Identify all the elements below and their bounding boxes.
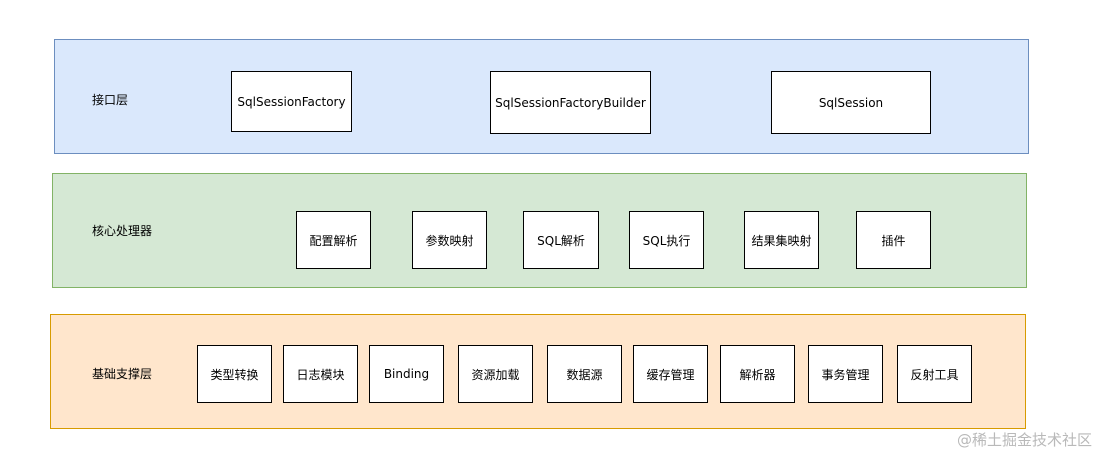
box-sqlsessionfactorybuilder: SqlSessionFactoryBuilder — [490, 71, 651, 134]
box-type-conversion: 类型转换 — [197, 345, 272, 403]
core-layer-label: 核心处理器 — [92, 224, 153, 238]
box-cache-management: 缓存管理 — [633, 345, 708, 403]
interface-layer-label: 接口层 — [92, 93, 129, 107]
box-plugin: 插件 — [856, 211, 931, 269]
box-param-mapping: 参数映射 — [412, 211, 487, 269]
box-reflection-tools: 反射工具 — [897, 345, 972, 403]
box-binding: Binding — [369, 345, 444, 403]
box-transaction-management: 事务管理 — [808, 345, 883, 403]
base-layer-label: 基础支撑层 — [92, 367, 153, 381]
box-sql-execute: SQL执行 — [629, 211, 704, 269]
box-sqlsession: SqlSession — [771, 71, 931, 134]
box-sqlsessionfactory: SqlSessionFactory — [231, 71, 352, 132]
box-resultset-mapping: 结果集映射 — [744, 211, 819, 269]
box-parser: 解析器 — [720, 345, 795, 403]
watermark: @稀土掘金技术社区 — [956, 431, 1092, 449]
box-sql-parse: SQL解析 — [523, 211, 599, 269]
box-datasource: 数据源 — [547, 345, 622, 403]
box-logging-module: 日志模块 — [283, 345, 358, 403]
box-config-parse: 配置解析 — [296, 211, 371, 269]
box-resource-loading: 资源加载 — [458, 345, 533, 403]
